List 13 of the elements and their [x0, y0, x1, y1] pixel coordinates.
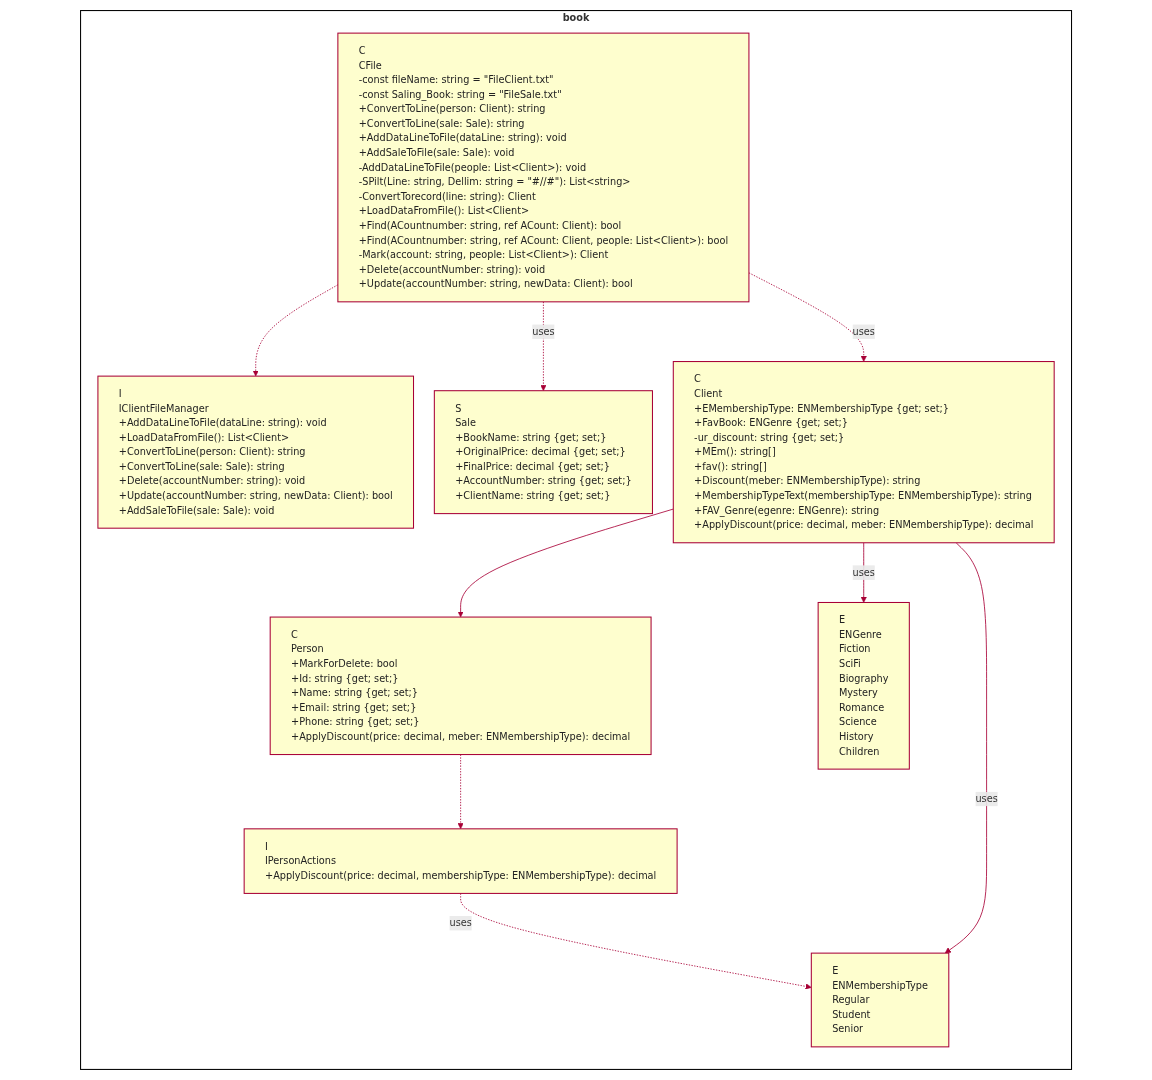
node-box: C Person +MarkForDelete: bool +Id: string {get; set;} +Name: string {get; set;} +Email: string {get; set;} +Phone: string {get; set;} +ApplyDiscount(price: decimal, meber: ENMembershipType): decimal: [269, 616, 652, 756]
node-box: E ENMembershipType Regular Student Senior: [810, 952, 950, 1048]
node-box: S Sale +BookName: string {get; set;} +OriginalPrice: decimal {get; set;} +FinalPrice: decimal {get; set;} +AccountNumber: string {get; set;} +ClientName: string {get; set;}: [433, 390, 653, 515]
edge-label: uses: [532, 325, 555, 337]
edge-label: uses: [852, 566, 875, 578]
node-box: C Client +EMembershipType: ENMembershipType {get; set;} +FavBook: ENGenre {get; set;} -ur_discount: string {get; set;} +MEm(): string[] +fav(): string[] +Discount(meber: ENMembershipType): string +MembershipTypeText(membershipType: ENMembershipType): string +FAV_Genre(egenre: ENGenre): string +ApplyDiscount(price: decimal, meber: ENMembershipType): decimal: [672, 361, 1055, 544]
node-box: I IPersonActions +ApplyDiscount(price: decimal, membershipType: ENMembershipType): decimal: [243, 828, 678, 894]
edge-label: uses: [852, 325, 875, 337]
node-box: E ENGenre Fiction SciFi Biography Mystery Romance Science History Children: [817, 601, 910, 770]
edge-label: uses: [449, 917, 472, 929]
edge-label: uses: [975, 793, 998, 805]
node-box: C CFile -const fileName: string = "FileClient.txt" -const Saling_Book: string = "FileSale.txt" +ConvertToLine(person: Client): string +ConvertToLine(sale: Sale): string +AddDataLineToFile(dataLine: string): void +AddSaleToFile(sale: Sale): void -AddDataLineToFile(people: List<Client>): void -SPilt(Line: string, Dellim: string = "#//#"): List<string> -ConvertTorecord(line: string): Client +LoadDataFromFile(): List<Client> +Find(ACountnumber: string, ref ACount: Client): bool +Find(ACountnumber: string, ref ACount: Client, people: List<Client>): bool -Mark(account: string, people: List<Client>): Client +Delete(accountNumber: string): void +Update(accountNumber: string, newData: Client): bool: [337, 32, 750, 303]
node-box: I IClientFileManager +AddDataLineToFile(dataLine: string): void +LoadDataFromFile(): List<Client> +ConvertToLine(person: Client): string +ConvertToLine(sale: Sale): string +Delete(accountNumber: string): void +Update(accountNumber: string, newData: Client): bool +AddSaleToFile(sale: Sale): void: [97, 375, 414, 529]
